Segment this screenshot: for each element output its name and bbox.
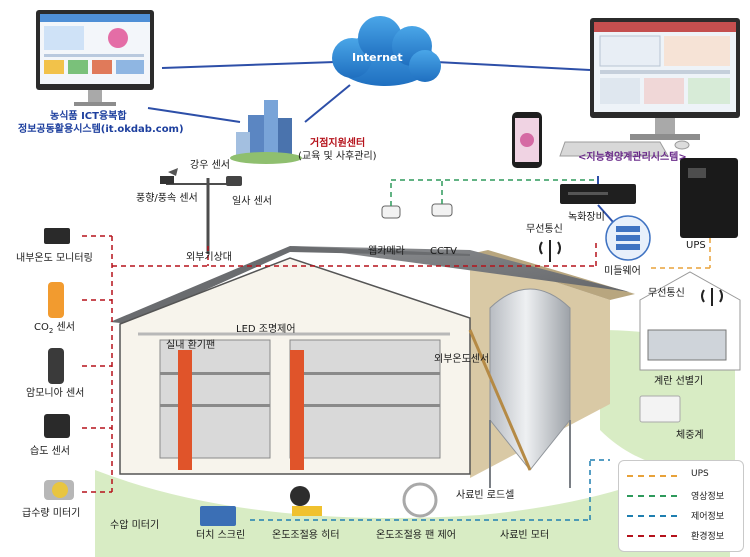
co2-sensor-label: CO2 센서 xyxy=(34,322,75,337)
legend-swatch xyxy=(627,535,677,537)
smartphone-icon xyxy=(512,112,542,168)
legend-label: 영상정보 xyxy=(691,492,725,502)
ammonia-sensor-label: 암모니아 센서 xyxy=(26,388,85,399)
left-sensor-icons xyxy=(44,228,74,500)
water-pressure-meter-label: 수압 미터기 xyxy=(110,520,160,531)
scale-label: 체중계 xyxy=(676,430,704,441)
rain-sensor-label: 강우 센서 xyxy=(190,160,230,171)
legend-swatch xyxy=(627,515,677,517)
ups-device-icon xyxy=(680,158,738,238)
feed-motor-label: 사료빈 모터 xyxy=(500,530,550,541)
legend-row-ups: UPS xyxy=(627,469,739,483)
legend-row-environment: 환경정보 xyxy=(627,529,739,543)
internet-links xyxy=(147,61,614,223)
middleware-server-icon xyxy=(605,215,651,261)
internal-temp-label: 내부온도 모니터링 xyxy=(16,253,93,264)
legend-label: 제어정보 xyxy=(691,512,725,522)
legend-swatch xyxy=(627,475,677,477)
feed-loadcell-label: 사료빈 로드셀 xyxy=(456,490,515,501)
left-monitor-icon xyxy=(36,10,154,106)
camera-icons xyxy=(381,203,453,219)
egg-grader-house xyxy=(639,271,741,371)
video-lines xyxy=(390,179,598,206)
cctv-label: CCTV xyxy=(430,246,457,257)
recorder-label: 녹화장비 xyxy=(568,212,605,223)
control-lines xyxy=(250,459,610,521)
support-center-title: 거점지원센터 xyxy=(310,138,366,149)
wireless-label-2: 무선통신 xyxy=(648,288,685,299)
support-center-subtitle: (교육 및 사후관리) xyxy=(298,151,377,162)
environment-lines xyxy=(82,235,597,493)
left-monitor-caption-line2: 정보공동활용시스템(it.okdab.com) xyxy=(18,124,184,135)
weather-station-label: 외부기상대 xyxy=(186,252,232,263)
internet-cloud-icon xyxy=(332,16,441,86)
vent-fan-label: 실내 환기팬 xyxy=(166,340,216,351)
led-control-label: LED 조명제어 xyxy=(236,324,296,335)
co2-text: CO xyxy=(34,322,49,333)
ups-lines xyxy=(650,238,711,269)
ups-label: UPS xyxy=(686,240,706,251)
wireless-icons xyxy=(539,240,723,306)
legend-label: 환경정보 xyxy=(691,532,725,542)
right-monitor-icon xyxy=(590,18,740,140)
water-meter-label: 급수량 미터기 xyxy=(22,508,81,519)
legend-label: UPS xyxy=(691,469,709,479)
legend-row-video: 영상정보 xyxy=(627,489,739,503)
support-center-building-icon xyxy=(230,100,302,164)
bottom-device-icons xyxy=(200,395,681,526)
poultry-barn xyxy=(110,246,660,478)
weather-station-icon xyxy=(160,168,242,254)
wind-sensor-label: 풍향/풍속 센서 xyxy=(136,193,198,204)
co2-subscript: 2 xyxy=(48,327,54,335)
legend-row-control: 제어정보 xyxy=(627,509,739,523)
legend: UPS 영상정보 제어정보 환경정보 xyxy=(618,460,744,552)
humidity-sensor-label: 습도 센서 xyxy=(30,446,70,457)
heater-label: 온도조절용 히터 xyxy=(272,530,340,541)
middleware-label: 미들웨어 xyxy=(604,266,641,277)
wireless-label-1: 무선통신 xyxy=(526,224,563,235)
fan-control-label: 온도조절용 팬 제어 xyxy=(376,530,456,541)
recorder-device-icon xyxy=(560,184,636,204)
webcam-label: 웹카메라 xyxy=(368,246,405,257)
left-monitor-caption-line1: 농식품 ICT융복합 xyxy=(50,111,127,122)
solar-sensor-label: 일사 센서 xyxy=(232,196,272,207)
keyboard-icon xyxy=(559,140,690,157)
smart-poultry-system-caption: <지능형양계관리시스템> xyxy=(578,152,687,163)
co2-suffix: 센서 xyxy=(53,322,75,333)
feed-silo-icon xyxy=(468,288,571,488)
internet-label: Internet xyxy=(352,51,403,64)
touch-screen-label: 터치 스크린 xyxy=(196,530,246,541)
egg-grader-label: 계란 선별기 xyxy=(654,376,704,387)
legend-swatch xyxy=(627,495,677,497)
external-temp-label: 외부온도센서 xyxy=(434,354,490,365)
